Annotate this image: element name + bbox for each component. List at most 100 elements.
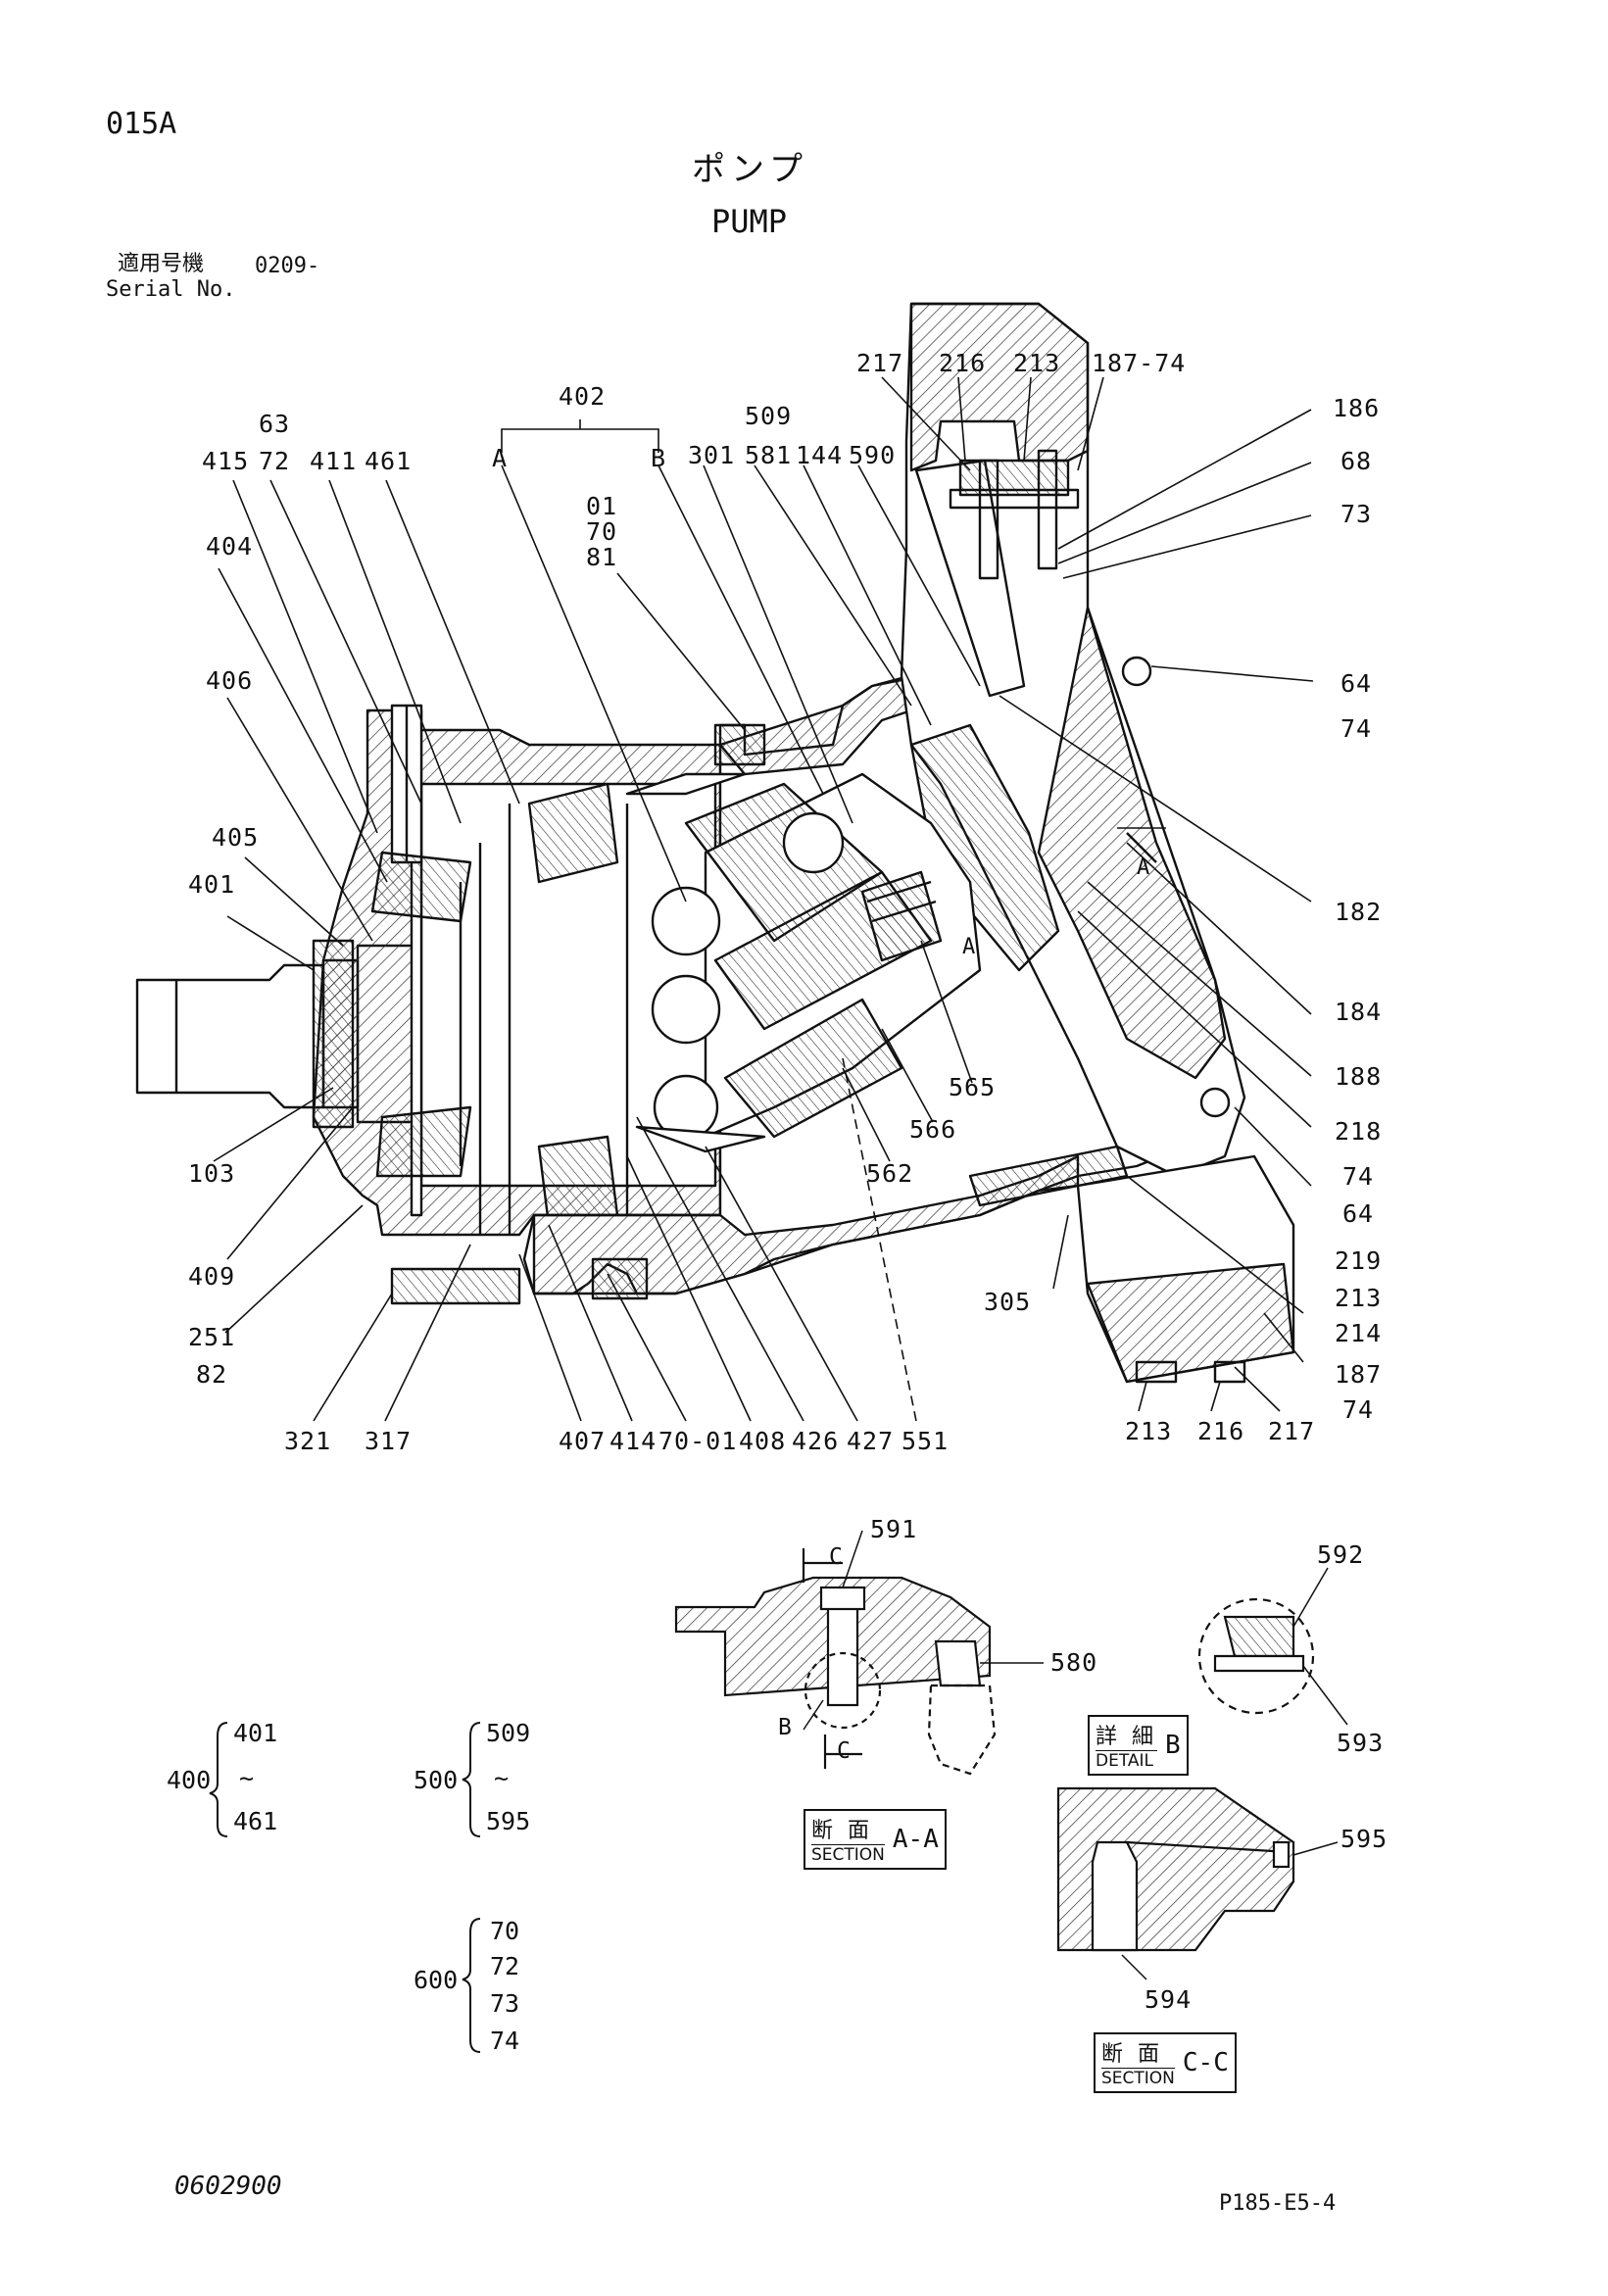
group-600-id: 600: [414, 1966, 459, 1994]
section-a-marker: A: [1137, 855, 1151, 880]
callout-213-top: 213: [1013, 349, 1061, 377]
callout-186: 186: [1333, 394, 1381, 422]
callout-214: 214: [1335, 1319, 1383, 1347]
callout-551: 551: [901, 1427, 950, 1455]
callout-406: 406: [206, 666, 254, 695]
callout-219: 219: [1335, 1246, 1383, 1275]
callout-01: 01: [586, 492, 618, 520]
callout-590: 590: [849, 441, 897, 469]
group-600-item: 72: [490, 1952, 520, 1980]
callout-415: 415: [202, 447, 250, 475]
callout-72: 72: [259, 447, 291, 475]
group-600-item: 73: [490, 1989, 520, 2018]
callout-187-74-top: 187-74: [1092, 349, 1187, 377]
detail-b-label-jp: 詳 細: [1096, 1725, 1157, 1749]
callout-82: 82: [196, 1360, 228, 1389]
title-japanese: ポンプ: [692, 150, 808, 189]
callout-70-01: 70-01: [658, 1427, 738, 1455]
group-600-item: 70: [490, 1917, 520, 1945]
section-a-marker-inner: A: [962, 935, 977, 959]
callout-144: 144: [796, 441, 844, 469]
callout-74-bottom: 74: [1342, 1395, 1375, 1424]
callout-218: 218: [1335, 1117, 1383, 1146]
callout-182: 182: [1335, 898, 1383, 926]
callout-407: 407: [559, 1427, 607, 1455]
callout-216-bottom: 216: [1197, 1417, 1245, 1445]
callout-566: 566: [909, 1115, 957, 1144]
callout-184: 184: [1335, 998, 1383, 1026]
callout-402: 402: [559, 382, 607, 411]
group-400-last: 461: [233, 1807, 278, 1835]
group-500-id: 500: [414, 1766, 459, 1794]
cut-line-c-bottom: C: [837, 1738, 852, 1764]
callout-402-a: A: [492, 444, 509, 472]
callout-408: 408: [739, 1427, 787, 1455]
section-c-c-label-jp: 断 面: [1101, 2042, 1163, 2067]
section-c-c-label: 断 面 SECTION C-C: [1094, 2032, 1237, 2093]
callout-404: 404: [206, 532, 254, 561]
callout-593: 593: [1337, 1729, 1385, 1757]
detail-b-code: B: [1165, 1730, 1181, 1760]
callout-321: 321: [284, 1427, 332, 1455]
callout-63: 63: [259, 410, 291, 438]
group-400-id: 400: [167, 1766, 212, 1794]
callout-251: 251: [188, 1323, 236, 1351]
section-a-a-code: A-A: [892, 1824, 939, 1854]
callout-427: 427: [847, 1427, 895, 1455]
section-c-c-label-en: SECTION: [1101, 2068, 1175, 2088]
callout-217-top: 217: [856, 349, 904, 377]
callout-402-b: B: [651, 444, 667, 472]
callout-216-top: 216: [939, 349, 987, 377]
callout-301: 301: [688, 441, 736, 469]
page-code: 015A: [106, 107, 177, 141]
callout-187-bottom: 187: [1335, 1360, 1383, 1389]
callout-426: 426: [792, 1427, 840, 1455]
callout-64-mid: 64: [1342, 1199, 1375, 1228]
callout-81: 81: [586, 543, 618, 571]
serial-label-jp: 適用号機: [118, 252, 205, 276]
callout-565: 565: [949, 1073, 997, 1101]
callout-409: 409: [188, 1262, 236, 1291]
serial-label-en: Serial No.: [106, 277, 236, 302]
detail-b-marker: B: [778, 1715, 793, 1740]
callout-580: 580: [1050, 1648, 1098, 1677]
group-500-sep: ~: [494, 1764, 510, 1792]
callout-68: 68: [1340, 447, 1373, 475]
detail-b-label-en: DETAIL: [1096, 1750, 1157, 1771]
section-c-c-code: C-C: [1182, 2047, 1229, 2077]
callout-594: 594: [1145, 1985, 1193, 2014]
section-a-a-label-jp: 断 面: [811, 1819, 873, 1843]
callout-74-right: 74: [1340, 714, 1373, 743]
callout-405: 405: [212, 823, 260, 852]
callout-461: 461: [365, 447, 413, 475]
callout-213-bottom: 213: [1125, 1417, 1173, 1445]
callout-188: 188: [1335, 1062, 1383, 1091]
detail-b-label: 詳 細 DETAIL B: [1088, 1715, 1189, 1776]
callout-592: 592: [1317, 1540, 1365, 1569]
callout-70: 70: [586, 517, 618, 546]
cut-line-c-top: C: [829, 1544, 844, 1570]
section-a-a-label: 断 面 SECTION A-A: [804, 1809, 947, 1870]
callout-305: 305: [984, 1288, 1032, 1316]
footer-page-reference: P185-E5-4: [1219, 2191, 1337, 2216]
callout-74-mid: 74: [1342, 1162, 1375, 1191]
callout-414: 414: [609, 1427, 658, 1455]
group-600-item: 74: [490, 2027, 520, 2055]
title-english: PUMP: [711, 203, 788, 240]
group-500-first: 509: [486, 1719, 531, 1747]
group-500-last: 595: [486, 1807, 531, 1835]
serial-value: 0209-: [255, 254, 320, 278]
group-400-first: 401: [233, 1719, 278, 1747]
callout-581: 581: [745, 441, 793, 469]
callout-317: 317: [365, 1427, 413, 1455]
callout-411: 411: [310, 447, 358, 475]
footer-doc-number: 0602900: [174, 2172, 282, 2201]
group-400-sep: ~: [239, 1764, 255, 1792]
callout-213-mid: 213: [1335, 1284, 1383, 1312]
callout-595: 595: [1340, 1825, 1389, 1853]
section-a-a-label-en: SECTION: [811, 1844, 885, 1865]
callout-509: 509: [745, 402, 793, 430]
callout-562: 562: [866, 1159, 914, 1188]
callout-64-right: 64: [1340, 669, 1373, 698]
